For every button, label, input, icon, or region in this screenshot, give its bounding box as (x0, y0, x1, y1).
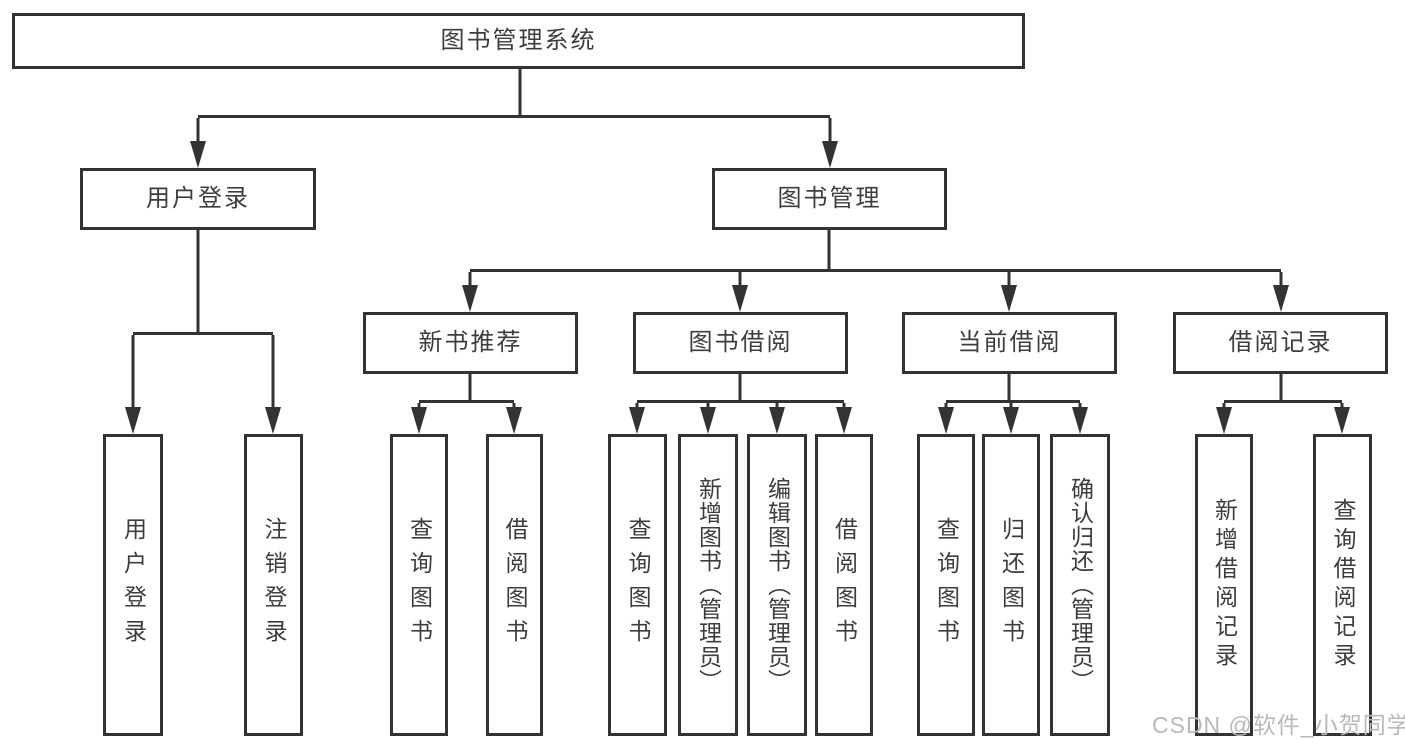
node-module-book-borrow: 图书借阅 (633, 312, 848, 374)
node-leaf-add-borrow-record: 新增借阅记录 (1195, 434, 1253, 736)
node-leaf-query-book-recommend: 查询图书 (390, 434, 448, 736)
node-leaf-user-login: 用户登录 (103, 434, 163, 736)
arrowhead-icon (938, 407, 954, 434)
arrowhead-icon (836, 407, 852, 434)
arrowhead-icon (822, 141, 838, 168)
arrowhead-icon (1072, 407, 1088, 434)
node-leaf-logout: 注销登录 (244, 434, 303, 736)
node-leaf-borrow-book-recommend: 借阅图书 (486, 434, 543, 736)
arrowhead-icon (629, 407, 645, 434)
connector-login-to-leaves (131, 230, 275, 408)
arrowhead-icon (125, 407, 141, 434)
node-root-library-system: 图书管理系统 (12, 13, 1025, 69)
node-module-new-book-recommend: 新书推荐 (363, 312, 578, 374)
arrowhead-icon (1001, 285, 1017, 312)
node-leaf-query-book-borrow: 查询图书 (608, 434, 667, 736)
node-leaf-query-book-current: 查询图书 (917, 434, 975, 736)
connector-borrow-to-leaves (635, 374, 846, 408)
node-leaf-add-book-admin: 新增图书（管理员） (678, 434, 738, 736)
arrowhead-icon (1003, 407, 1019, 434)
connector-root-to-branches (196, 69, 832, 142)
node-leaf-edit-book-admin: 编辑图书（管理员） (747, 434, 807, 736)
arrowhead-icon (1334, 407, 1350, 434)
arrowhead-icon (506, 407, 522, 434)
node-leaf-query-borrow-record: 查询借阅记录 (1313, 434, 1372, 736)
connector-records-to-leaves (1222, 374, 1344, 408)
arrowhead-icon (732, 285, 748, 312)
arrowhead-icon (462, 285, 478, 312)
connector-newbook-to-leaves (417, 374, 516, 408)
node-branch-user-login: 用户登录 (80, 168, 316, 230)
arrowhead-icon (190, 141, 206, 168)
arrowhead-icon (1273, 285, 1289, 312)
node-module-current-borrow: 当前借阅 (902, 312, 1117, 374)
arrowhead-icon (1216, 407, 1232, 434)
node-leaf-borrow-book: 借阅图书 (815, 434, 873, 736)
arrowhead-icon (769, 407, 785, 434)
node-module-borrow-records: 借阅记录 (1173, 312, 1388, 374)
csdn-watermark: CSDN @软件_小贺同学 (1152, 712, 1405, 738)
connector-mgmt-to-modules (468, 230, 1283, 286)
connector-current-to-leaves (944, 374, 1082, 408)
node-branch-book-management: 图书管理 (712, 168, 947, 230)
arrowhead-icon (265, 407, 281, 434)
arrowhead-icon (411, 407, 427, 434)
node-leaf-return-book: 归还图书 (982, 434, 1040, 736)
node-leaf-confirm-return-admin: 确认归还（管理员） (1050, 434, 1110, 736)
arrowhead-icon (700, 407, 716, 434)
